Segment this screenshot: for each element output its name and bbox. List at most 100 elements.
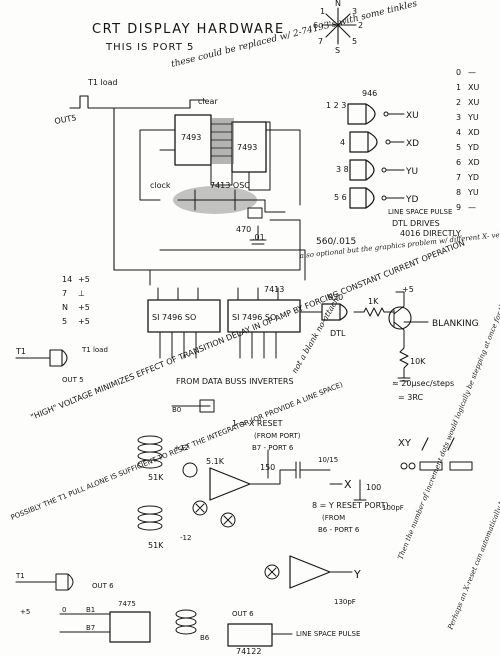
svg-text:14: 14 (62, 275, 72, 284)
svg-text:N: N (62, 303, 68, 312)
svg-text:1: 1 (456, 83, 461, 92)
svg-text:XD: XD (468, 128, 480, 137)
compass-s-label: S (335, 46, 340, 55)
timing-label: ≈ 20μsec/steps (392, 379, 454, 388)
ti-mid-label: T1 (15, 347, 26, 356)
supply-legend: 14 +5 7 ⊥ N +5 5 +5 (62, 275, 90, 326)
counter-7493-b: 7493 (231, 121, 267, 173)
r51k-b-label: 51K (148, 541, 164, 550)
svg-text:0: 0 (456, 68, 461, 77)
svg-text:7413 OSC: 7413 OSC (210, 181, 250, 190)
b0-label: B0 (172, 406, 181, 414)
b7-bottom-label: B7 (86, 624, 95, 632)
compass-n-label: N (335, 0, 341, 8)
blanking-transistor (388, 305, 412, 331)
svg-text:YD: YD (467, 173, 479, 182)
svg-text:5: 5 (456, 143, 461, 152)
x-reset-label: 1 = X RESET (232, 419, 283, 428)
x-reset-line-feed-note: Perhaps an X-reset can automatically tri… (446, 418, 500, 631)
r51k-label: 51K (148, 473, 164, 482)
op-amp-x (182, 462, 251, 501)
dtl-drives-label: DTL DRIVES (392, 219, 440, 228)
ti-load-mid-label: T1 load (81, 346, 108, 354)
counter-7493-a: 7493 (174, 114, 212, 166)
svg-text:5 6: 5 6 (334, 193, 347, 202)
ic-946-label: 946 (362, 89, 377, 98)
xy-legend-symbols (400, 461, 473, 471)
svg-text:XD: XD (406, 139, 419, 149)
clear-label: clear (198, 97, 218, 106)
svg-text:7475: 7475 (118, 600, 136, 608)
svg-text:+5: +5 (78, 275, 90, 284)
compass-e-label: 2 (358, 21, 363, 30)
svg-text:—: — (468, 203, 476, 212)
svg-text:SI 7496 SO: SI 7496 SO (152, 313, 196, 322)
svg-text:9: 9 (456, 203, 461, 212)
b7-port6-label: B7 - PORT 6 (252, 444, 294, 452)
svg-text:3: 3 (456, 113, 461, 122)
counter-pin-shading (210, 118, 234, 164)
svg-text:SI 7496 SO: SI 7496 SO (232, 313, 276, 322)
direction-compass: N S 2 6 1 3 5 7 (313, 0, 363, 55)
x-output-label: X (344, 478, 352, 491)
ti-bottom-label: T1 (15, 572, 25, 580)
svg-text:+5: +5 (78, 317, 90, 326)
r930-label: 930 (328, 293, 343, 302)
minus12-label: -12 (180, 534, 191, 542)
r100pf-label: 100pF (382, 504, 404, 512)
out6-b-label: OUT 6 (232, 610, 254, 618)
svg-text:YU: YU (467, 113, 479, 122)
r470-label: 470 (236, 225, 251, 234)
b6-bottom-label: B6 (200, 634, 210, 642)
plus5-bottom-label: +5 (20, 608, 30, 616)
svg-text:2: 2 (456, 98, 461, 107)
svg-text:YD: YD (467, 143, 479, 152)
op-amp-y (264, 555, 331, 589)
y-reset-label: 8 = Y RESET PORT) (312, 501, 389, 510)
svg-text:8: 8 (456, 188, 461, 197)
compass-ne-label: 3 (352, 7, 357, 16)
dtl-label: DTL (330, 329, 346, 338)
svg-text:7493: 7493 (237, 143, 257, 152)
latch-7475: 7475 (109, 600, 151, 643)
svg-text:6: 6 (456, 158, 461, 167)
b1-bottom-label: B1 (86, 606, 95, 614)
compass-se-label: 5 (352, 37, 357, 46)
gate-xd: 4 XD (340, 131, 419, 153)
plus12-label: +12 (174, 444, 189, 452)
svg-text:3 8: 3 8 (336, 165, 349, 174)
svg-text:74122: 74122 (236, 647, 261, 656)
mux-x-switches (192, 500, 236, 528)
out6-label: OUT 6 (92, 582, 114, 590)
svg-text:XU: XU (468, 98, 479, 107)
compass-sw-label: 7 (318, 37, 323, 46)
b0-bottom-label: 0 (62, 606, 66, 614)
out5-mid-label: OUT 5 (62, 376, 84, 384)
svg-text:YU: YU (405, 167, 418, 177)
ic-7413b-label: 7413 (264, 285, 284, 294)
blanking-label: BLANKING (432, 319, 479, 329)
svg-text:7493: 7493 (181, 133, 201, 142)
gate-yd: 5 6 YD (334, 187, 418, 209)
r5-1k-label: 5.1K (206, 457, 225, 466)
one-shot-74122: 74122 (227, 623, 273, 656)
compass-nw-label: 1 (320, 7, 325, 16)
svg-text:YU: YU (467, 188, 479, 197)
r1k-label: 1K (368, 297, 379, 306)
c10-label: 10/15 (318, 456, 338, 464)
svg-text:XU: XU (468, 83, 479, 92)
svg-text:5: 5 (62, 317, 67, 326)
x-reset-from-label: (FROM PORT) (254, 432, 301, 440)
line-space-pulse-label: LINE SPACE PULSE (388, 208, 452, 216)
b6-port6-label: B6 - PORT 6 (318, 526, 360, 534)
gate-yu: 3 8 YU (336, 159, 418, 181)
shift-register-7496-a: SI 7496 SO (147, 299, 221, 333)
oscillator-7413: 7413 OSC (173, 181, 257, 214)
ti-load-top-label: T1 load (87, 78, 118, 87)
svg-text:XD: XD (468, 158, 480, 167)
svg-text:7: 7 (456, 173, 461, 182)
r100-label: 100 (366, 483, 381, 492)
svg-text:4: 4 (456, 128, 461, 137)
y-reset-from-label: (FROM (322, 514, 345, 522)
r150-label: 150 (260, 463, 275, 472)
